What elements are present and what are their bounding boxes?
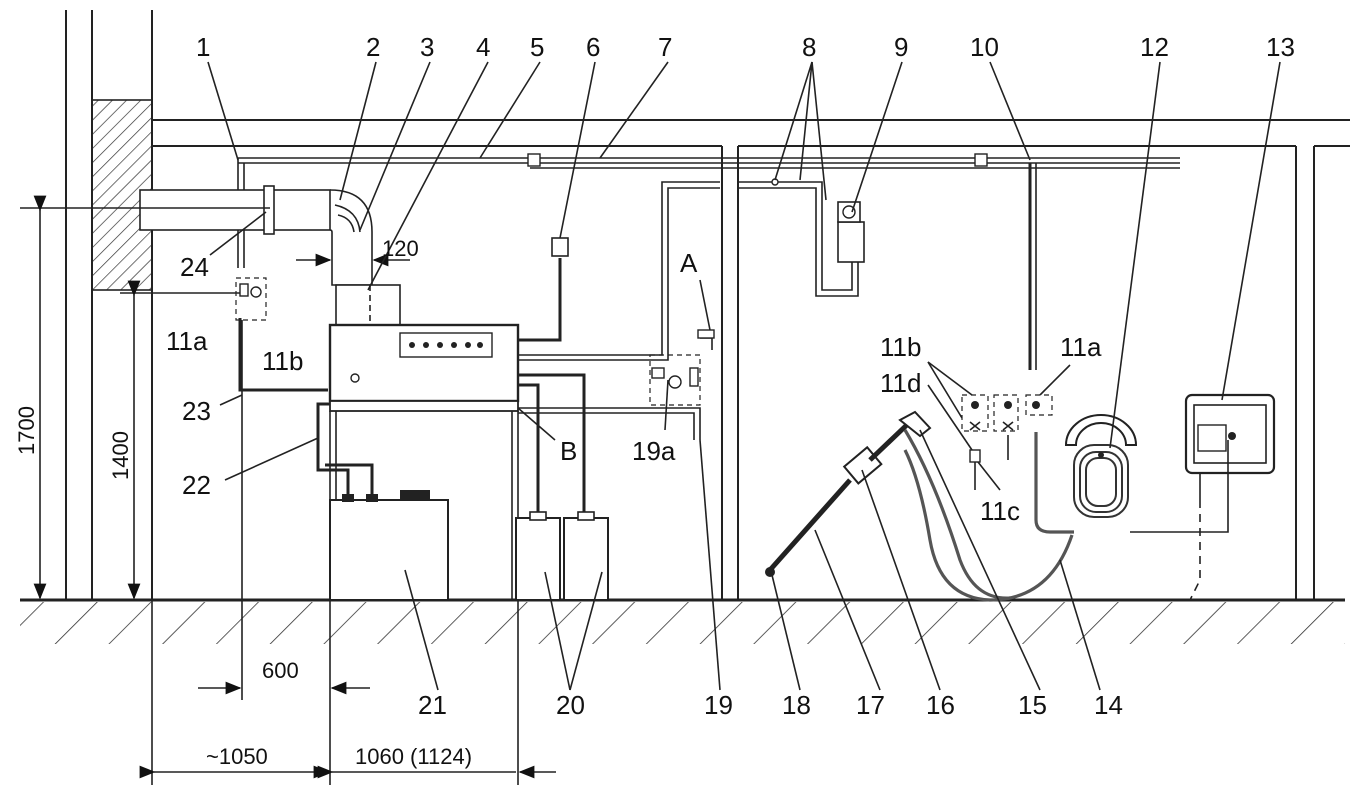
label-23: 23 — [182, 396, 211, 426]
label-16: 16 — [926, 690, 955, 720]
right-valve-group — [961, 394, 1053, 490]
label-9: 9 — [894, 32, 908, 62]
label-11c: 11c — [980, 496, 1020, 526]
label-11d: 11d — [880, 368, 921, 398]
label-18: 18 — [782, 690, 811, 720]
label-21: 21 — [418, 690, 447, 720]
label-19: 19 — [704, 690, 733, 720]
pressure-switch-6 — [551, 237, 569, 257]
leader-lines — [207, 61, 1281, 691]
label-12: 12 — [1140, 32, 1169, 62]
label-4: 4 — [476, 32, 490, 62]
dim-1060: 1060 (1124) — [355, 744, 472, 769]
label-22: 22 — [182, 470, 211, 500]
unit-pipes — [235, 181, 720, 440]
dim-600: 600 — [262, 658, 299, 683]
label-3: 3 — [420, 32, 434, 62]
building-structure — [20, 10, 1350, 644]
label-14: 14 — [1094, 690, 1123, 720]
ceiling-pipes — [237, 153, 1180, 370]
label-11b-left: 11b — [262, 346, 303, 376]
label-point-b: B — [560, 436, 577, 466]
label-11a-left: 11a — [166, 326, 208, 356]
label-11a-right: 11a — [1060, 332, 1102, 362]
label-19a: 19a — [632, 436, 676, 466]
label-2: 2 — [366, 32, 380, 62]
label-17: 17 — [856, 690, 885, 720]
label-8: 8 — [802, 32, 816, 62]
dim-1050: ~1050 — [206, 744, 268, 769]
label-15: 15 — [1018, 690, 1047, 720]
label-point-a: A — [680, 248, 698, 278]
label-20: 20 — [556, 690, 585, 720]
device-9-line — [738, 178, 865, 297]
canisters — [515, 373, 609, 601]
spray-lance — [765, 410, 1011, 600]
hose-reel — [903, 414, 1138, 602]
label-10: 10 — [970, 32, 999, 62]
dim-1400: 1400 — [108, 431, 133, 480]
device-9 — [837, 221, 865, 263]
tank — [316, 402, 449, 601]
heater-unit — [328, 323, 520, 600]
label-1: 1 — [196, 32, 210, 62]
label-7: 7 — [658, 32, 672, 62]
control-box — [1130, 393, 1276, 601]
label-6: 6 — [586, 32, 600, 62]
dimension-lines — [20, 195, 556, 785]
label-11b-right: 11b — [880, 332, 921, 362]
dimension-labels: 120 1700 1400 600 ~1050 1060 (1124) — [14, 236, 472, 769]
label-5: 5 — [530, 32, 544, 62]
ground-hatch — [20, 602, 1345, 644]
dim-120: 120 — [382, 236, 419, 261]
label-13: 13 — [1266, 32, 1295, 62]
part-labels: 1 2 3 4 5 6 7 8 9 10 12 13 24 11a 11b 23… — [166, 32, 1295, 720]
label-24: 24 — [180, 252, 209, 282]
dim-1700: 1700 — [14, 406, 39, 455]
